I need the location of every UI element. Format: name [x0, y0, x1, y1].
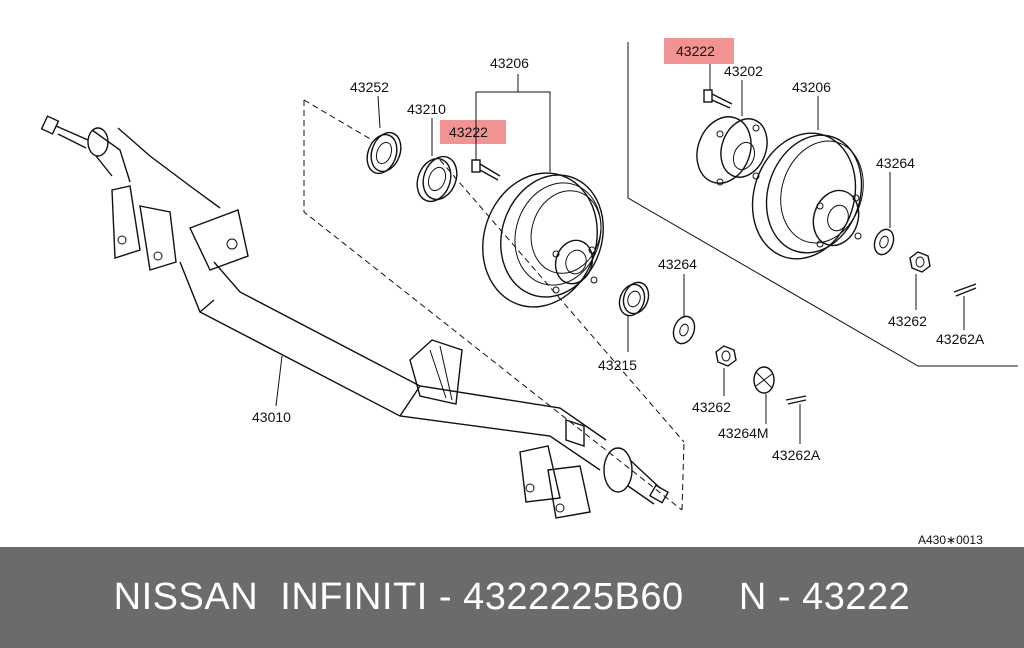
- part-number-footer: NISSAN INFINITI - 4322225B60 N - 43222: [0, 547, 1024, 648]
- right-panel-frame: [627, 42, 1018, 367]
- label-43264-mid: 43264: [658, 256, 697, 272]
- label-43222-right: 43222: [676, 43, 715, 59]
- highlight-43222-left: [440, 120, 506, 144]
- label-43262-right: 43262: [888, 313, 927, 329]
- parts-diagram: 43252 43210 43206 43222 43222 43202 4320…: [40, 38, 1018, 547]
- label-43262A-right: 43262A: [936, 331, 985, 347]
- nut-43262-right: [909, 251, 931, 273]
- label-43264-right: 43264: [876, 155, 915, 171]
- label-43206-left: 43206: [490, 55, 529, 71]
- footer-spacer: [684, 576, 739, 619]
- hub-bolt-43222-right: [703, 89, 733, 109]
- label-43262A-mid: 43262A: [772, 447, 821, 463]
- bearing-43210: [416, 155, 458, 203]
- label-43215: 43215: [598, 357, 637, 373]
- exploded-view-guide: [303, 99, 685, 511]
- oem-reference: N - 43222: [738, 576, 911, 618]
- hub-bolt-43222-left: [471, 159, 501, 181]
- nut-43262-mid: [715, 345, 737, 367]
- brake-drum-43206-left: [482, 172, 604, 308]
- washer-43264-mid: [672, 315, 696, 345]
- cotter-pin-43262A-right: [953, 283, 977, 297]
- seal-43252: [366, 131, 402, 175]
- drawing-code: A430∗0013: [918, 533, 983, 547]
- label-43222-left: 43222: [449, 124, 488, 140]
- hub-43202: [696, 116, 768, 186]
- label-43252: 43252: [350, 79, 389, 95]
- brand-part-number: NISSAN INFINITI - 4322225B60: [113, 576, 684, 618]
- washer-43264-right: [873, 228, 895, 256]
- label-43206-right: 43206: [792, 79, 831, 95]
- label-43264M: 43264M: [718, 425, 769, 441]
- label-43210: 43210: [407, 101, 446, 117]
- brake-drum-43206-right: [751, 132, 864, 260]
- highlight-43222-right: [664, 38, 734, 64]
- seal-43215: [618, 281, 650, 317]
- castle-nut-43264M: [753, 366, 775, 394]
- leader-lines: [275, 64, 965, 444]
- label-43010: 43010: [252, 409, 291, 425]
- label-43202: 43202: [724, 63, 763, 79]
- cotter-pin-43262A-mid: [785, 395, 807, 405]
- label-43262-mid: 43262: [692, 399, 731, 415]
- rear-axle-beam: [40, 115, 670, 519]
